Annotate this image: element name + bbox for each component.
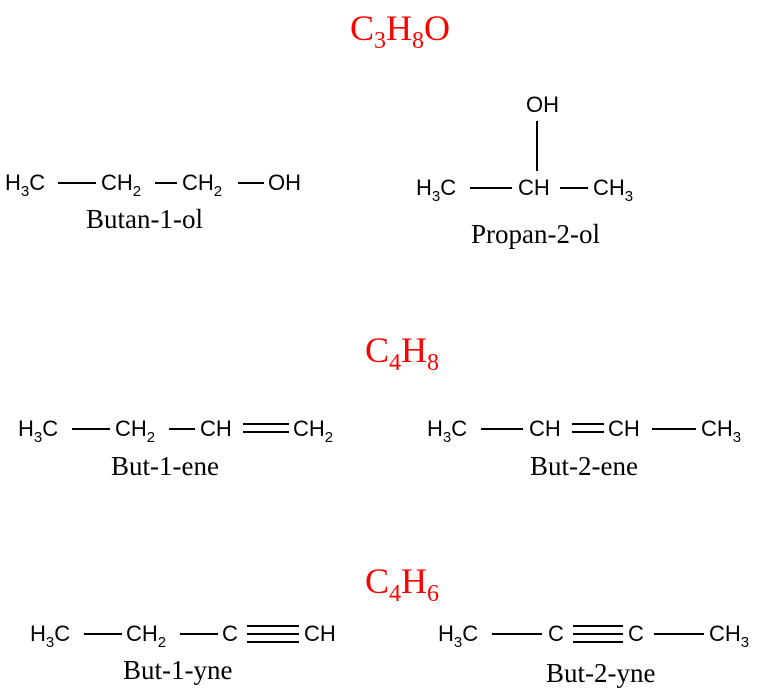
single-bond	[238, 182, 264, 184]
triple-bond-line	[573, 641, 623, 643]
compound-name: Butan-1-ol	[86, 204, 203, 234]
single-bond	[169, 428, 195, 430]
atom-h3c: H3C	[416, 175, 457, 205]
formula-subscript: 8	[412, 28, 425, 54]
atom-ch2: CH2	[293, 416, 334, 446]
double-bond-line	[572, 431, 604, 433]
atom-ch2: CH2	[115, 416, 156, 446]
atom-ch2: CH2	[101, 170, 142, 200]
single-bond	[492, 633, 542, 635]
atom-ch: CH	[608, 416, 640, 441]
triple-bond-line	[573, 625, 623, 627]
single-bond-vertical	[536, 121, 538, 171]
formula-element: C	[350, 8, 375, 48]
atom-h3c: H3C	[5, 170, 46, 200]
double-bond-line	[243, 431, 289, 433]
compound-name: But-1-yne	[123, 655, 233, 685]
atom-h3c: H3C	[18, 416, 59, 446]
triple-bond-line	[247, 633, 299, 635]
formula-element: C	[365, 561, 390, 601]
formula-subscript: 6	[427, 581, 440, 607]
formula-subscript: 4	[389, 581, 402, 607]
single-bond	[84, 633, 122, 635]
atom-h3c: H3C	[427, 416, 468, 446]
triple-bond-line	[247, 625, 299, 627]
formula-c4h8: C4H8	[365, 330, 439, 375]
single-bond	[72, 428, 110, 430]
single-bond	[470, 187, 512, 189]
compound-name: Propan-2-ol	[471, 219, 600, 249]
atom-oh: OH	[526, 92, 559, 117]
double-bond-line	[572, 423, 604, 425]
atom-oh: OH	[268, 170, 301, 195]
triple-bond-line	[247, 641, 299, 643]
atom-c: C	[628, 621, 644, 646]
triple-bond-line	[573, 633, 623, 635]
atom-c: C	[548, 621, 564, 646]
formula-subscript: 4	[389, 350, 402, 376]
formula-element: H	[401, 561, 428, 601]
single-bond	[560, 187, 588, 189]
atom-h3c: H3C	[30, 621, 71, 651]
atom-ch2: CH2	[182, 170, 223, 200]
formula-subscript: 8	[427, 350, 440, 376]
formula-c3h8o: C3H8O	[350, 8, 451, 53]
formula-element: C	[365, 330, 390, 370]
atom-ch3: CH3	[701, 416, 742, 446]
formula-element: H	[386, 8, 413, 48]
atom-ch3: CH3	[709, 621, 750, 651]
single-bond	[652, 428, 696, 430]
formula-c4h6: C4H6	[365, 561, 439, 606]
single-bond	[58, 182, 96, 184]
atom-ch: CH	[518, 175, 550, 200]
single-bond	[155, 182, 177, 184]
atom-ch: CH	[200, 416, 232, 441]
formula-subscript: 3	[374, 28, 387, 54]
single-bond	[654, 633, 704, 635]
double-bond-line	[243, 423, 289, 425]
atom-ch3: CH3	[593, 175, 634, 205]
compound-name: But-2-yne	[546, 658, 656, 688]
atom-ch: CH	[529, 416, 561, 441]
atom-ch: CH	[304, 621, 336, 646]
formula-element: H	[401, 330, 428, 370]
compound-name: But-1-ene	[111, 451, 219, 481]
compound-name: But-2-ene	[530, 451, 638, 481]
single-bond	[180, 633, 218, 635]
single-bond	[481, 428, 523, 430]
atom-c: C	[222, 621, 238, 646]
atom-h3c: H3C	[438, 621, 479, 651]
atom-ch2: CH2	[126, 621, 167, 651]
formula-element: O	[424, 8, 451, 48]
